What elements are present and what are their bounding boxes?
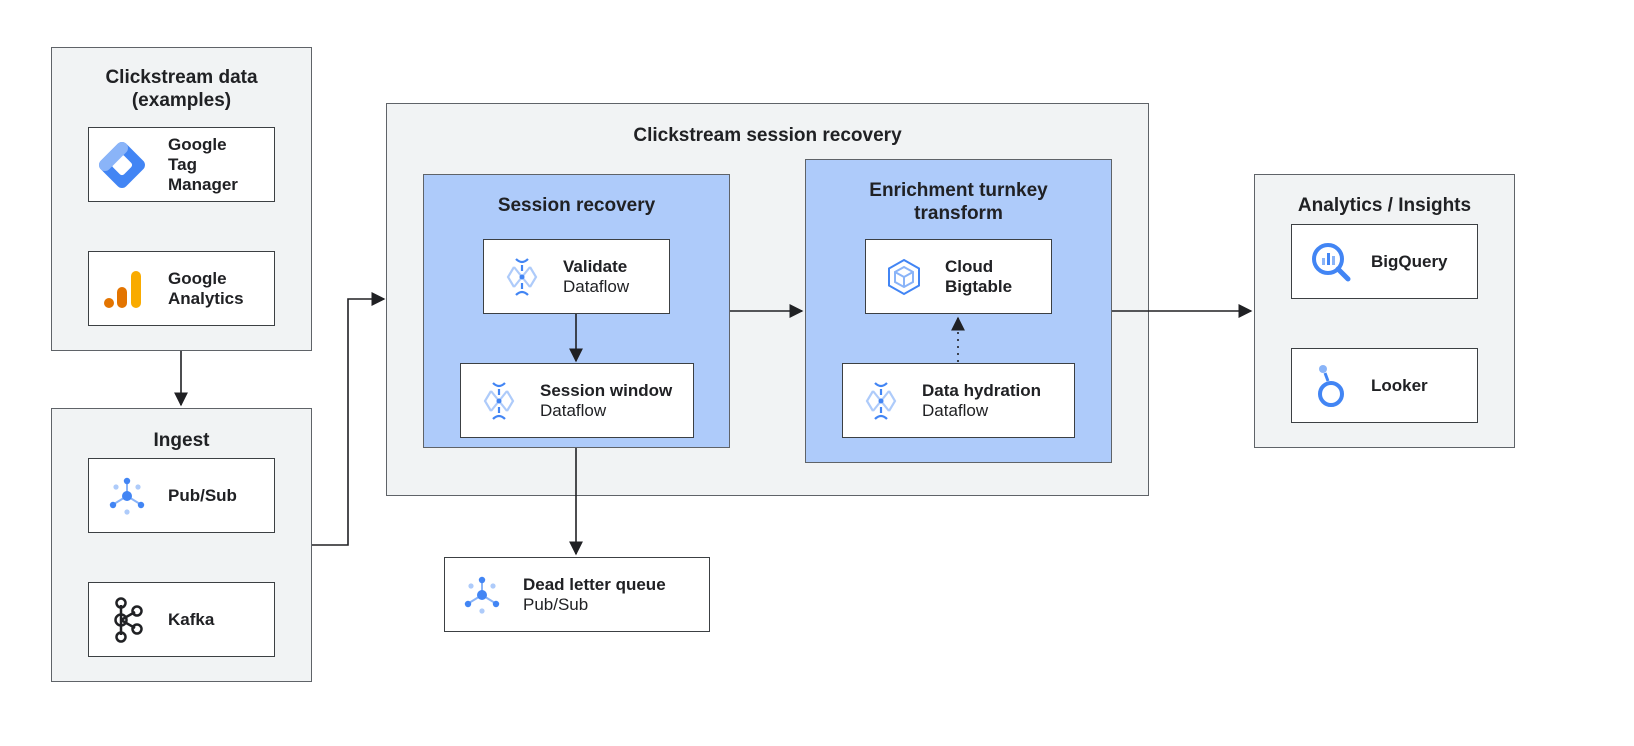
- analytics-icon: [89, 267, 155, 311]
- validate-label: Validate Dataflow: [563, 256, 630, 296]
- bigtable-icon: [866, 256, 942, 298]
- data-hydration-label: Data hydration Dataflow: [922, 380, 1042, 420]
- pubsub-card[interactable]: Pub/Sub: [88, 458, 275, 533]
- tag-manager-icon: [89, 140, 155, 190]
- pubsub-label: Pub/Sub: [168, 485, 237, 505]
- bigquery-icon: [1292, 240, 1370, 284]
- validate-card[interactable]: Validate Dataflow: [483, 239, 670, 314]
- dead-letter-queue-card[interactable]: Dead letter queue Pub/Sub: [444, 557, 710, 632]
- looker-card[interactable]: Looker: [1291, 348, 1478, 423]
- bigquery-label: BigQuery: [1371, 251, 1448, 271]
- arrow-ingest-to-recovery: [312, 292, 386, 546]
- dataflow-icon: [461, 379, 537, 423]
- dataflow-icon: [484, 255, 560, 299]
- google-tag-manager-card[interactable]: Google Tag Manager: [88, 127, 275, 202]
- analytics-insights-title: Analytics / Insights: [1297, 195, 1472, 216]
- pubsub-icon: [89, 476, 165, 516]
- dataflow-icon: [843, 379, 919, 423]
- google-analytics-card[interactable]: Google Analytics: [88, 251, 275, 326]
- dead-letter-queue-label: Dead letter queue Pub/Sub: [523, 574, 666, 614]
- data-hydration-card[interactable]: Data hydration Dataflow: [842, 363, 1075, 438]
- analytics-label: Google Analytics: [168, 268, 244, 308]
- bigquery-card[interactable]: BigQuery: [1291, 224, 1478, 299]
- clickstream-data-title: Clickstream data (examples): [105, 67, 258, 111]
- looker-icon: [1292, 361, 1370, 411]
- session-recovery-title: Session recovery: [497, 195, 656, 216]
- enrichment-title: Enrichment turnkey transform: [869, 180, 1048, 224]
- session-window-label: Session window Dataflow: [540, 380, 673, 420]
- kafka-label: Kafka: [168, 609, 215, 629]
- tag-manager-label: Google Tag Manager: [168, 134, 238, 194]
- session-window-card[interactable]: Session window Dataflow: [460, 363, 694, 438]
- cloud-bigtable-card[interactable]: Cloud Bigtable: [865, 239, 1052, 314]
- session-recovery-outer-title: Clickstream session recovery: [633, 125, 902, 146]
- kafka-card[interactable]: Kafka: [88, 582, 275, 657]
- pubsub-icon: [445, 575, 519, 615]
- bigtable-label: Cloud Bigtable: [945, 256, 1013, 296]
- looker-label: Looker: [1371, 375, 1428, 395]
- kafka-icon: [89, 596, 165, 644]
- ingest-title: Ingest: [153, 430, 210, 451]
